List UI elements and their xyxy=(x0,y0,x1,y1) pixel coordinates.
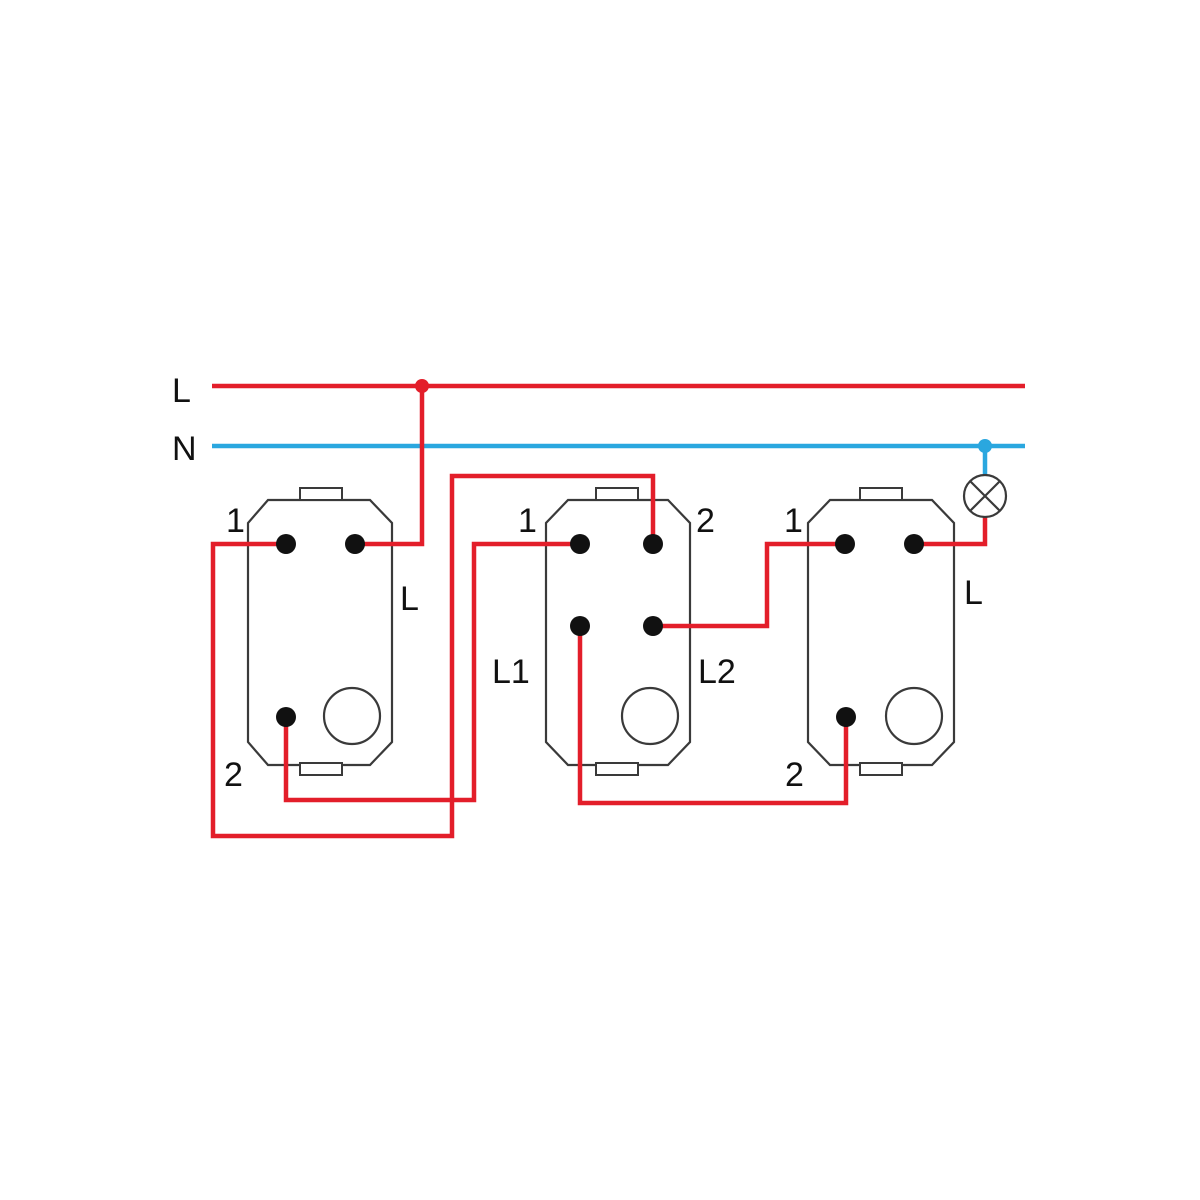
switch-3-label-1: 1 xyxy=(784,502,803,540)
switch-1-label-1: 1 xyxy=(226,502,245,540)
switch-1-top-tab xyxy=(299,487,343,501)
switch-2-label-1: 1 xyxy=(518,502,537,540)
switch-2-top-tab xyxy=(595,487,639,501)
line-bus-label: L xyxy=(172,372,191,410)
switch-2-body xyxy=(544,498,692,767)
switch-2-label-l1: L1 xyxy=(492,653,530,691)
switch-2 xyxy=(544,487,692,776)
switch-1-terminal-2 xyxy=(276,707,296,727)
switch-3-terminal-2 xyxy=(836,707,856,727)
switch-3-body xyxy=(806,498,956,767)
neutral-junction-dot xyxy=(978,439,992,453)
wire-line-to-switch1-common xyxy=(355,386,425,547)
switch-3-terminal-1 xyxy=(835,534,855,554)
switch-2-rocker xyxy=(620,686,680,746)
switch-3-bottom-tab xyxy=(859,762,903,776)
wire-s1-t1-to-s2-t2 xyxy=(210,473,656,839)
switch-3-top-tab xyxy=(859,487,903,501)
switch-2-terminal-1 xyxy=(570,534,590,554)
switch-1-terminal-1 xyxy=(276,534,296,554)
wire-s2-l2-to-s3-t1 xyxy=(653,541,845,629)
switch-1-label-common: L xyxy=(400,580,419,618)
switch-2-bottom-tab xyxy=(595,762,639,776)
wire-s3-common-to-lamp xyxy=(914,516,988,547)
switch-1-label-2: 2 xyxy=(224,756,243,794)
line-junction-dot xyxy=(415,379,429,393)
switch-1-terminal-common xyxy=(345,534,365,554)
switch-3-rocker xyxy=(884,686,944,746)
switch-2-terminal-l1 xyxy=(570,616,590,636)
switch-3-terminal-common xyxy=(904,534,924,554)
switch-1-rocker xyxy=(322,686,382,746)
switch-3-label-common: L xyxy=(964,574,983,612)
switch-3-label-2: 2 xyxy=(785,756,804,794)
switch-2-label-2: 2 xyxy=(696,502,715,540)
switch-2-terminal-l2 xyxy=(643,616,663,636)
switch-1-bottom-tab xyxy=(299,762,343,776)
switch-2-label-l2: L2 xyxy=(698,653,736,691)
wire-s1-t2-to-s2-t1 xyxy=(283,541,580,803)
switch-2-terminal-2 xyxy=(643,534,663,554)
lamp-cross-b xyxy=(969,480,1001,512)
wire-s2-l1-to-s3-t2 xyxy=(577,626,849,806)
neutral-bus-label: N xyxy=(172,430,197,468)
switch-1 xyxy=(246,487,394,776)
lamp-icon xyxy=(962,473,1008,519)
switch-3 xyxy=(806,487,956,776)
switch-1-body xyxy=(246,498,394,767)
